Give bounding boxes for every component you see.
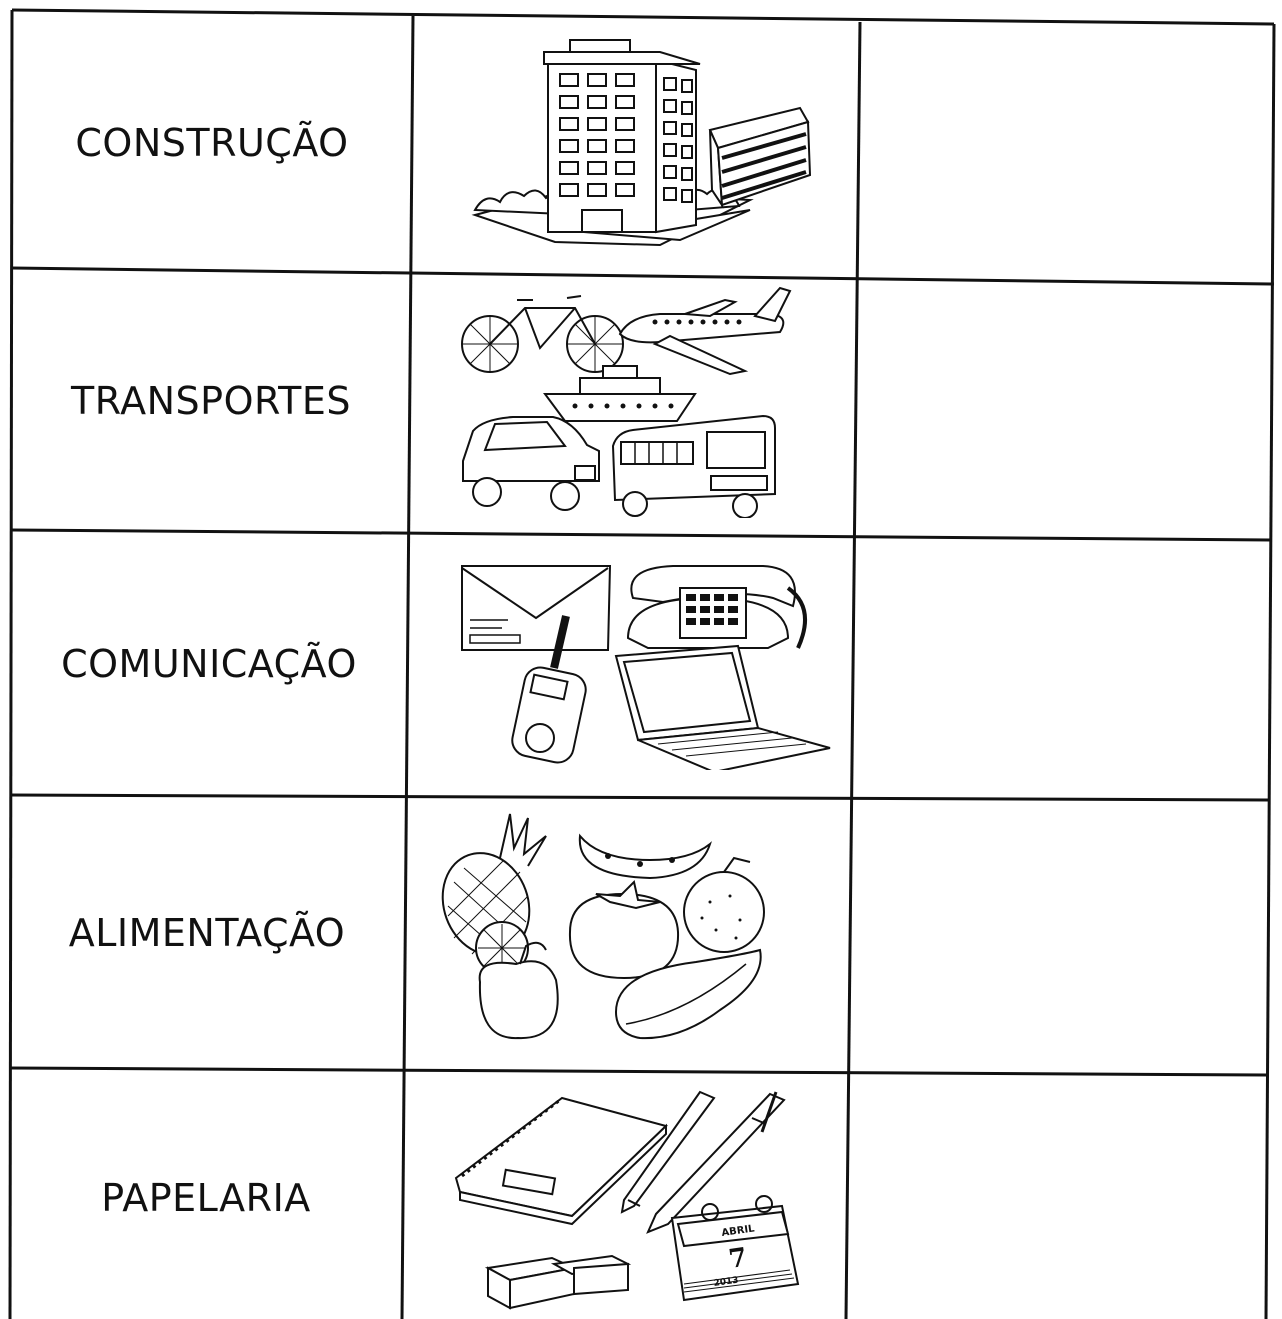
category-label-comunicacao: COMUNICAÇÃO xyxy=(61,642,357,686)
answer-cell[interactable] xyxy=(864,30,1264,268)
building-and-bricks-icon xyxy=(471,39,812,247)
category-label-construcao: CONSTRUÇÃO xyxy=(75,121,349,165)
calendar-year: 2013 xyxy=(713,1276,739,1289)
answer-cell[interactable] xyxy=(856,806,1256,1066)
answer-cell[interactable] xyxy=(862,290,1262,530)
calendar-month: ABRIL xyxy=(721,1223,756,1239)
category-label-alimentacao: ALIMENTAÇÃO xyxy=(68,911,346,955)
answer-cell[interactable] xyxy=(854,1082,1254,1319)
fruits-icon xyxy=(441,813,765,1040)
calendar-day: 7 xyxy=(727,1243,749,1275)
category-label-papelaria: PAPELARIA xyxy=(101,1175,311,1220)
answer-cell[interactable] xyxy=(858,546,1258,792)
stationery-icon: ABRIL 7 2013 xyxy=(454,1090,800,1310)
communication-devices-icon xyxy=(461,565,831,770)
vehicles-icon xyxy=(461,286,792,518)
category-label-transportes: TRANSPORTES xyxy=(71,379,351,423)
